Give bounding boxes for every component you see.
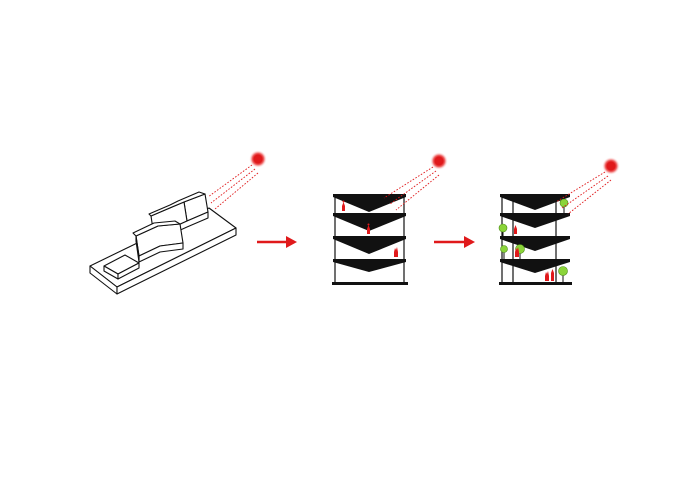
sun-icon [430, 152, 448, 170]
floor-slab [500, 236, 570, 251]
person-icon [515, 247, 519, 257]
person-icon [367, 223, 370, 234]
floor-slab [500, 213, 570, 228]
ground-line [332, 282, 408, 285]
person-icon [545, 271, 549, 281]
sun-rays [555, 171, 612, 215]
right-arrow-icon [434, 236, 475, 248]
sun-rays [383, 166, 440, 211]
stage-stepped-floors [332, 152, 448, 285]
sun-icon [602, 157, 620, 175]
ground-line [499, 282, 572, 285]
floor-slab [333, 236, 406, 254]
person-icon [394, 247, 398, 257]
sun-icon [249, 150, 267, 168]
floor-slab [333, 213, 406, 231]
tree-icon [500, 245, 508, 259]
sun-rays [207, 164, 259, 210]
floor-slab [500, 259, 570, 273]
floor-slab [500, 194, 570, 210]
person-icon [551, 269, 554, 281]
stage-massing-model [89, 150, 267, 295]
right-arrow-icon [257, 236, 297, 248]
floor-slab [333, 259, 406, 272]
small-block [103, 254, 140, 280]
tree-icon [558, 266, 568, 282]
mid-block [132, 220, 184, 263]
person-icon [342, 200, 345, 211]
floor-slab [333, 194, 406, 212]
tree-icon [559, 198, 569, 213]
stage-stepped-floors-with-greenery [498, 157, 620, 285]
person-icon [514, 225, 517, 234]
tree-icon [498, 223, 508, 236]
